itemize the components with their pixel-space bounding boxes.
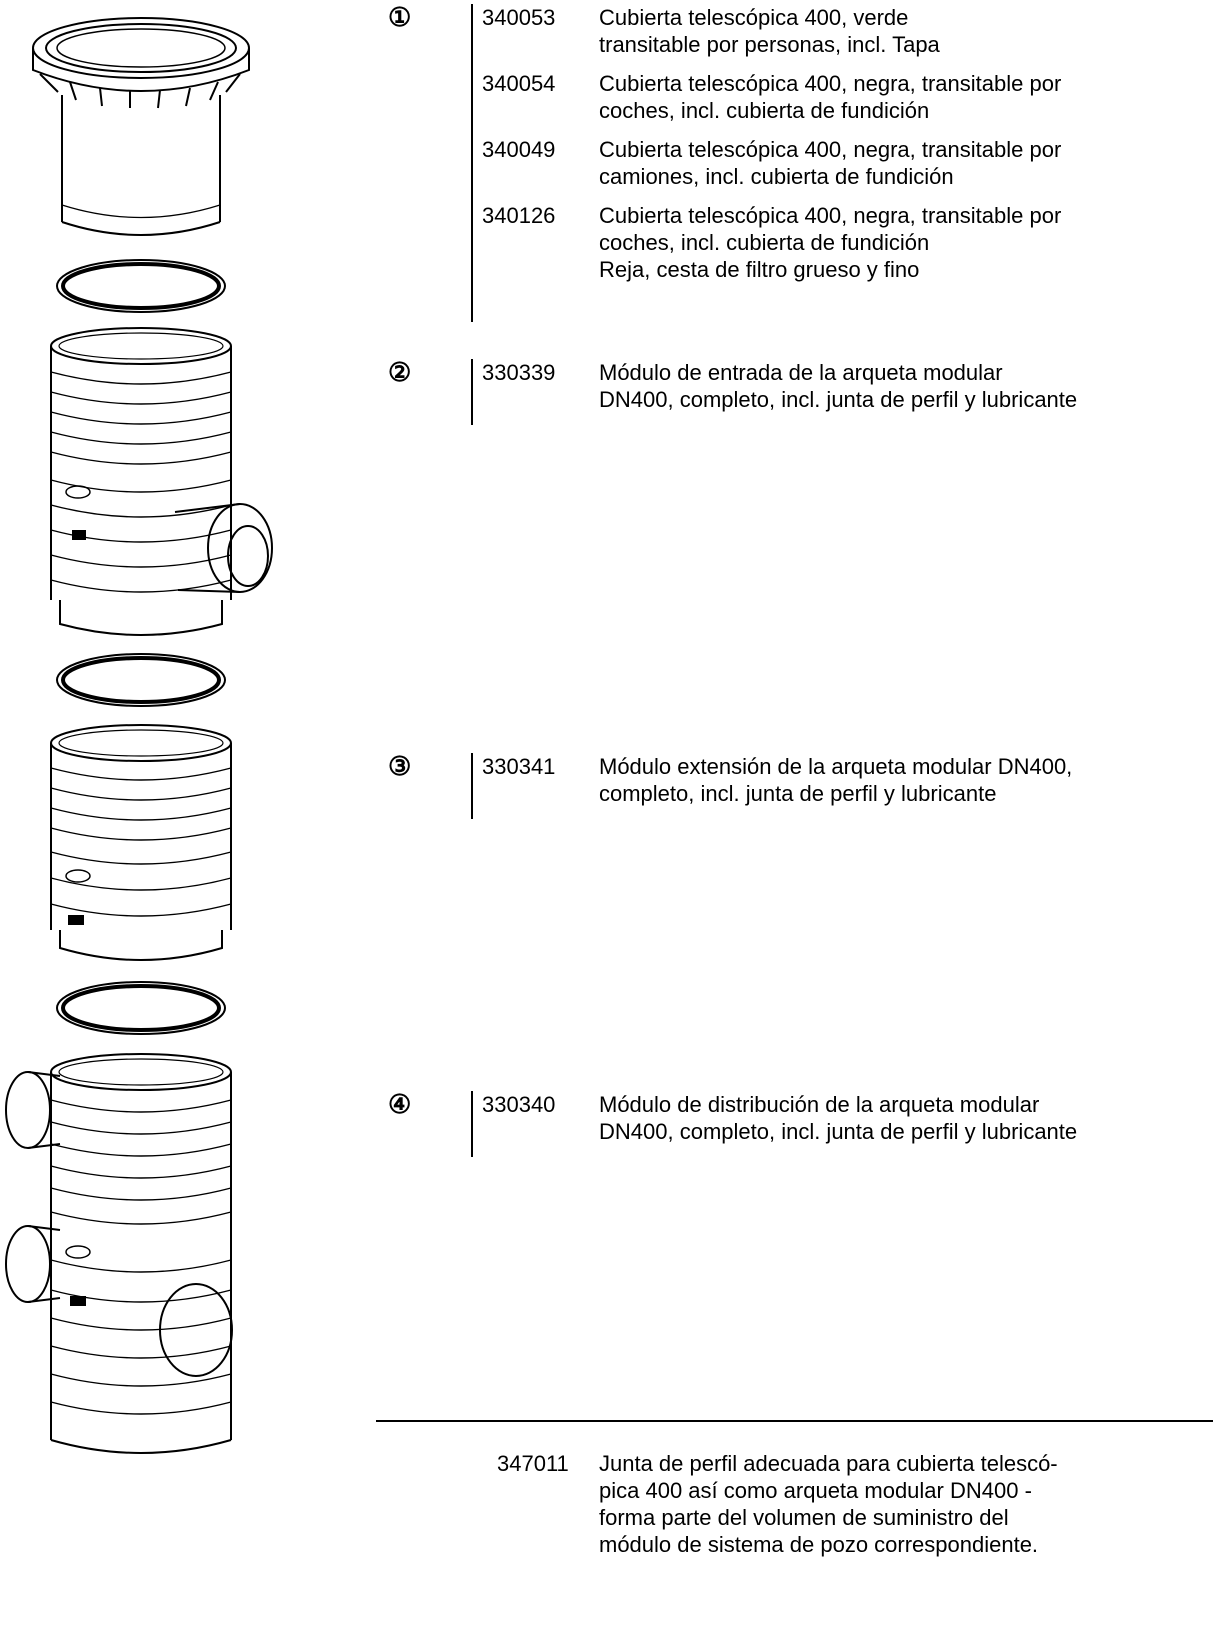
article-description: Cubierta telescópica 400, negra, transit… [599, 137, 1062, 189]
divider-line [471, 4, 473, 322]
article-number: 340053 [482, 5, 556, 30]
article-number: 340049 [482, 137, 556, 162]
distribution-module-drawing [5, 1053, 233, 1454]
article-number: 330339 [482, 360, 556, 385]
article-number: 330341 [482, 754, 556, 779]
part-entry: 340049 Cubierta telescópica 400, negra, … [482, 136, 1213, 190]
position-marker: ④ [388, 1089, 412, 1119]
divider-line [471, 1091, 473, 1157]
article-description: Cubierta telescópica 400, negra, transit… [599, 71, 1062, 123]
part-entries: 330340 Módulo de distribución de la arqu… [482, 1091, 1213, 1157]
article-description: Junta de perfil adecuada para cubierta t… [599, 1451, 1058, 1557]
article-description: Módulo extensión de la arqueta modular D… [599, 754, 1073, 806]
position-marker: ① [388, 2, 412, 32]
part-entry: 340126 Cubierta telescópica 400, negra, … [482, 202, 1213, 283]
divider-line [471, 359, 473, 425]
article-description: Módulo de distribución de la arqueta mod… [599, 1092, 1078, 1144]
article-description: Cubierta telescópica 400, verde transita… [599, 5, 940, 57]
article-number: 340126 [482, 203, 556, 228]
article-description: Cubierta telescópica 400, negra, transit… [599, 203, 1062, 282]
part-entry: 340053 Cubierta telescópica 400, verde t… [482, 4, 1213, 58]
section-divider [376, 1420, 1213, 1422]
part-entry: 340054 Cubierta telescópica 400, negra, … [482, 70, 1213, 124]
article-number: 340054 [482, 71, 556, 96]
part-entries: 330339 Módulo de entrada de la arqueta m… [482, 359, 1213, 425]
part-entry: 347011 Junta de perfil adecuada para cub… [0, 1450, 1213, 1558]
telescopic-cover-drawing [32, 17, 250, 313]
article-number: 347011 [497, 1451, 569, 1476]
part-entry: 330341 Módulo extensión de la arqueta mo… [482, 753, 1213, 807]
part-entry: 330340 Módulo de distribución de la arqu… [482, 1091, 1213, 1145]
part-entry: 330339 Módulo de entrada de la arqueta m… [482, 359, 1213, 413]
inlet-module-drawing [50, 327, 273, 707]
position-marker: ② [388, 357, 412, 387]
position-marker: ③ [388, 751, 412, 781]
article-description: Módulo de entrada de la arqueta modular … [599, 360, 1078, 412]
exploded-view-illustration [5, 17, 273, 1454]
article-number: 330340 [482, 1092, 556, 1117]
footer-note: 347011 Junta de perfil adecuada para cub… [0, 1450, 1213, 1570]
divider-line [471, 753, 473, 819]
extension-module-drawing [50, 724, 232, 1035]
part-entries: 330341 Módulo extensión de la arqueta mo… [482, 753, 1213, 819]
part-entries: 340053 Cubierta telescópica 400, verde t… [482, 4, 1213, 295]
